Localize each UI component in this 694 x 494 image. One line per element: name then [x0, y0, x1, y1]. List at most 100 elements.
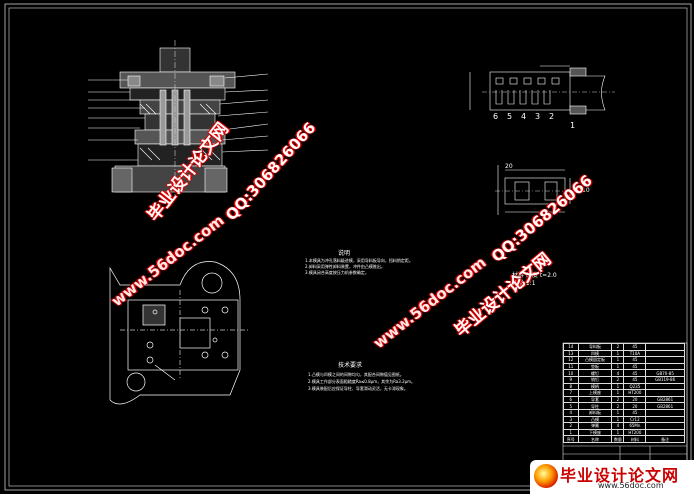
notes-line: 2.卸料采用弹性卸料装置，冲件由凸模推出。 [305, 264, 385, 269]
strip-station-number: 1 [570, 121, 576, 130]
bom-cell: 45 [623, 362, 647, 371]
bom-cell: 导料板 [577, 343, 613, 351]
bom-cell: 凸模 [577, 415, 613, 424]
bom-cell: 10 [563, 369, 579, 377]
part-qty-note: 数量 1:1 [512, 280, 536, 287]
bom-header-cell: 数量 [611, 435, 625, 443]
bom-cell: 4 [563, 408, 579, 417]
bom-cell: 65Mn [623, 422, 647, 430]
bom-header-cell: 备注 [645, 435, 685, 443]
bom-cell: 1 [611, 362, 625, 371]
bom-cell: 2 [611, 343, 625, 351]
bom-cell: 1 [611, 408, 625, 417]
bom-cell: GB119-86 [645, 375, 685, 384]
bom-cell: 1 [611, 428, 625, 437]
bom-cell: 模柄 [577, 382, 613, 391]
bom-cell: 凹模 [577, 349, 613, 358]
bom-cell: 卸料板 [577, 408, 613, 417]
bom-cell: 1 [611, 382, 625, 391]
strip-station-number: 3 [535, 112, 541, 121]
bom-cell: GB2861 [645, 395, 685, 404]
bom-cell: 1 [611, 415, 625, 424]
strip-station-number: 5 [507, 112, 513, 121]
tech-req-line: 2.模具工作部分表面粗糙度Ra≤0.8μm，其余为Ra3.2μm。 [308, 379, 416, 384]
bom-cell: 13 [563, 349, 579, 358]
part-drawing [495, 165, 575, 215]
bom-header-cell: 材料 [623, 435, 647, 443]
bom-cell: 3 [563, 415, 579, 424]
outer-border [4, 3, 692, 491]
strip-station-number: 6 [493, 112, 499, 121]
bom-cell [645, 349, 685, 358]
brand-logo-icon [534, 464, 558, 488]
bom-cell: 1 [611, 356, 625, 364]
notes-title: 说明 [338, 250, 351, 257]
brand-title: 毕业设计论文网 [560, 466, 680, 485]
bom-cell [645, 415, 685, 424]
bom-header-cell: 名称 [577, 435, 613, 443]
bom-cell: T10A [623, 349, 647, 358]
bom-cell: HT200 [623, 389, 647, 397]
bom-cell [645, 408, 685, 417]
bom-cell: 45 [623, 343, 647, 351]
strip-layout [469, 65, 615, 115]
bom-cell: 螺钉 [577, 369, 613, 377]
bom-cell: 导柱 [577, 402, 613, 410]
part-material-note: 材料 厚度 t=2.0 [512, 272, 557, 279]
bom-cell: 销钉 [577, 375, 613, 384]
bom-cell: 凸模固定板 [577, 356, 613, 364]
bom-cell: 7 [563, 389, 579, 397]
bom-cell [645, 389, 685, 397]
bom-cell [645, 422, 685, 430]
dimension-label: 10 [582, 187, 590, 194]
notes-line: 3.模具闭合高度按压力机参数确定。 [305, 270, 369, 275]
bom-cell: 导套 [577, 395, 613, 404]
brand-logo-box: 毕业设计论文网 www.56doc.com [530, 460, 694, 494]
bom-cell: 2 [611, 375, 625, 384]
bom-cell: 45 [623, 369, 647, 377]
bom-cell: 4 [611, 369, 625, 377]
bom-cell: 下模座 [577, 428, 613, 437]
bom-cell: GB2861 [645, 402, 685, 410]
bom-cell: 11 [563, 362, 579, 371]
dimension-label: 20 [505, 163, 513, 170]
bom-cell: 20 [623, 395, 647, 404]
bom-cell: 9 [563, 375, 579, 384]
inner-border [8, 7, 688, 487]
bom-cell: HT200 [623, 428, 647, 437]
notes-line: 1.本模具为冲孔落料级进模，采用导料板导向，挡料销定距。 [305, 258, 413, 263]
brand-url: www.56doc.com [598, 481, 664, 490]
bom-cell [645, 382, 685, 391]
bom-cell: 6 [563, 395, 579, 404]
bom-cell: 1 [563, 428, 579, 437]
strip-station-number: 2 [549, 112, 555, 121]
bom-cell: 12 [563, 356, 579, 364]
bom-cell: 2 [563, 422, 579, 430]
bom-cell: 45 [623, 408, 647, 417]
bom-cell: GB70-85 [645, 369, 685, 377]
bom-cell: 14 [563, 343, 579, 351]
bom-cell: 4 [611, 422, 625, 430]
strip-station-number: 4 [521, 112, 527, 121]
assembly-section-view [88, 40, 269, 200]
bom-cell: 5 [563, 402, 579, 410]
bom-header-row: 序号名称数量材料备注 [563, 435, 685, 443]
bom-header-cell: 序号 [563, 435, 579, 443]
bom-cell: 上模座 [577, 389, 613, 397]
bom-cell: Cr12 [623, 415, 647, 424]
bom-cell: Q235 [623, 382, 647, 391]
bom-cell: 1 [611, 349, 625, 358]
